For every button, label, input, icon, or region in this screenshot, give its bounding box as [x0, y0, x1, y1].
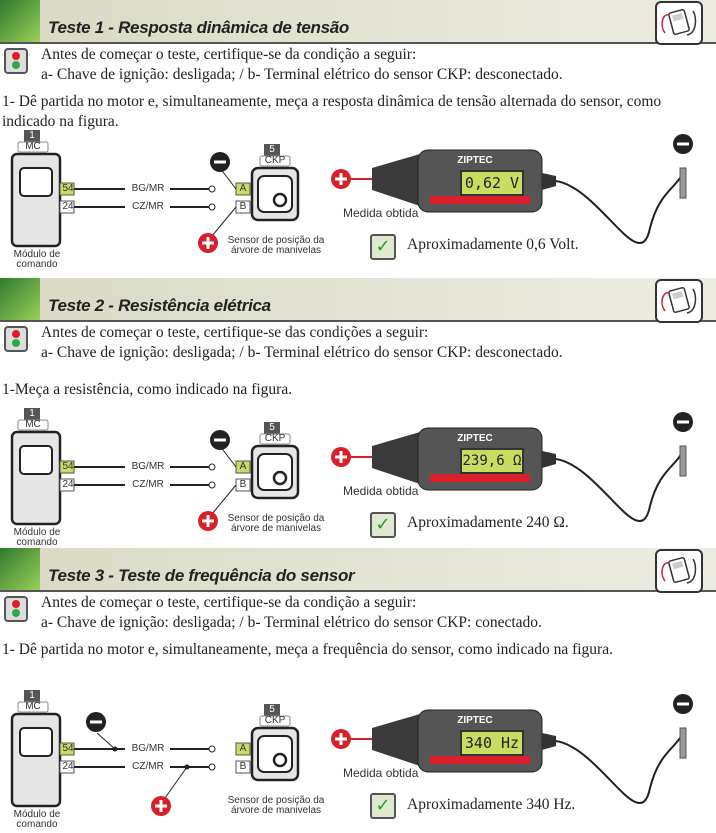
meter-brand: ZIPTEC [457, 433, 493, 444]
wiring-diagram [10, 130, 693, 253]
test-section-3: Teste 3 - Teste de frequência do sensor … [0, 548, 716, 830]
sensor-number-tag [264, 144, 280, 156]
sensor-code: CKP [264, 433, 286, 444]
sensor-number: 5 [269, 422, 275, 433]
module-code: MC [25, 419, 41, 430]
module-label: Módulo de comando [13, 809, 61, 830]
wiring-diagram [10, 690, 693, 816]
pin-54: 54 [62, 461, 74, 472]
sensor-label: Sensor de posição da árvore de manivelas [227, 513, 325, 534]
meter-display: 340 Hz [460, 730, 524, 756]
module-number: 1 [29, 130, 35, 141]
pin-54: 54 [62, 743, 74, 754]
step-instruction: 1-Meça a resistência, como indicado na f… [2, 381, 293, 398]
wire-bg-mr: BG/MR [131, 743, 165, 754]
wire-cz-mr: CZ/MR [132, 479, 164, 490]
measure-label: Medida obtida [343, 766, 419, 780]
module-number-tag [24, 130, 40, 142]
expected-result: Aproximadamente 0,6 Volt. [407, 236, 579, 253]
check-icon: ✓ [370, 512, 396, 538]
terminal-b: B [239, 479, 247, 490]
module-number-tag [24, 408, 40, 420]
section-header: Teste 3 - Teste de frequência do sensor [0, 548, 716, 593]
expected-result: Aproximadamente 340 Hz. [407, 796, 576, 813]
header-accent [0, 0, 40, 42]
meter-probe-tip [372, 432, 420, 484]
sensor-number: 5 [269, 704, 275, 715]
terminal-a: A [239, 183, 247, 194]
ckp-sensor-probe [679, 167, 687, 199]
conditions-text: a- Chave de ignição: desligada; / b- Ter… [41, 614, 542, 631]
module-label: Módulo de comando [13, 249, 61, 270]
sensor-number: 5 [269, 144, 275, 155]
multimeter-icon [655, 549, 703, 593]
module-label: Módulo de comando [13, 527, 61, 548]
terminal-a: A [239, 461, 247, 472]
step-instruction: 1- Dê partida no motor e, simultaneament… [2, 93, 662, 130]
module-code: MC [25, 141, 41, 152]
precondition-text: Antes de começar o teste, certifique-se … [41, 594, 417, 611]
wire-cz-mr: CZ/MR [132, 201, 164, 212]
terminal-a: A [239, 743, 247, 754]
sensor-label: Sensor de posição da árvore de manivelas [227, 795, 325, 816]
module-number-tag [24, 690, 40, 702]
check-icon: ✓ [370, 793, 396, 819]
traffic-light-icon [4, 48, 28, 74]
terminal-b: B [239, 761, 247, 772]
sensor-number-tag [264, 704, 280, 716]
measure-label: Medida obtida [343, 484, 419, 498]
meter-display: 0,62 V [460, 170, 524, 196]
pin-24: 24 [62, 201, 74, 212]
test-section-1: Teste 1 - Resposta dinâmica de tensão An… [0, 0, 716, 272]
ckp-sensor-probe [679, 727, 687, 759]
wire-cz-mr: CZ/MR [132, 761, 164, 772]
wire-bg-mr: BG/MR [131, 183, 165, 194]
conditions-text: a- Chave de ignição: desligada; / b- Ter… [41, 66, 563, 83]
meter-brand: ZIPTEC [457, 715, 493, 726]
conditions-text: a- Chave de ignição: desligada; / b- Ter… [41, 344, 563, 361]
expected-result: Aproximadamente 240 Ω. [407, 514, 569, 531]
wire-bg-mr: BG/MR [131, 461, 165, 472]
step-instruction: 1- Dê partida no motor e, simultaneament… [2, 641, 613, 658]
test-section-2: Teste 2 - Resistência elétrica Antes de … [0, 278, 716, 550]
meter-display: 239,6 Ω [460, 448, 524, 474]
traffic-light-icon [4, 326, 28, 352]
ckp-sensor-probe [679, 445, 687, 477]
section-title: Teste 3 - Teste de frequência do sensor [48, 566, 355, 585]
pin-24: 24 [62, 479, 74, 490]
meter-probe-tip [372, 714, 420, 766]
multimeter-icon [655, 1, 703, 45]
meter-brand: ZIPTEC [457, 155, 493, 166]
meter-probe-tip [372, 154, 420, 206]
section-title: Teste 2 - Resistência elétrica [48, 296, 271, 315]
header-accent [0, 278, 40, 320]
pin-54: 54 [62, 183, 74, 194]
header-accent [0, 548, 40, 590]
section-header: Teste 1 - Resposta dinâmica de tensão [0, 0, 716, 45]
precondition-text: Antes de começar o teste, certifique-se … [41, 46, 417, 63]
multimeter-icon [655, 279, 703, 323]
check-icon: ✓ [370, 234, 396, 260]
sensor-label: Sensor de posição da árvore de manivelas [227, 235, 325, 256]
sensor-code: CKP [264, 715, 286, 726]
module-number: 1 [29, 690, 35, 701]
wiring-diagram [10, 408, 693, 531]
module-number: 1 [29, 408, 35, 419]
pin-24: 24 [62, 761, 74, 772]
section-title: Teste 1 - Resposta dinâmica de tensão [48, 18, 349, 37]
precondition-text: Antes de começar o teste, certifique-se … [41, 324, 429, 341]
module-code: MC [25, 701, 41, 712]
terminal-b: B [239, 201, 247, 212]
traffic-light-icon [4, 596, 28, 622]
measure-label: Medida obtida [343, 206, 419, 220]
sensor-code: CKP [264, 155, 286, 166]
section-header: Teste 2 - Resistência elétrica [0, 278, 716, 323]
sensor-number-tag [264, 422, 280, 434]
